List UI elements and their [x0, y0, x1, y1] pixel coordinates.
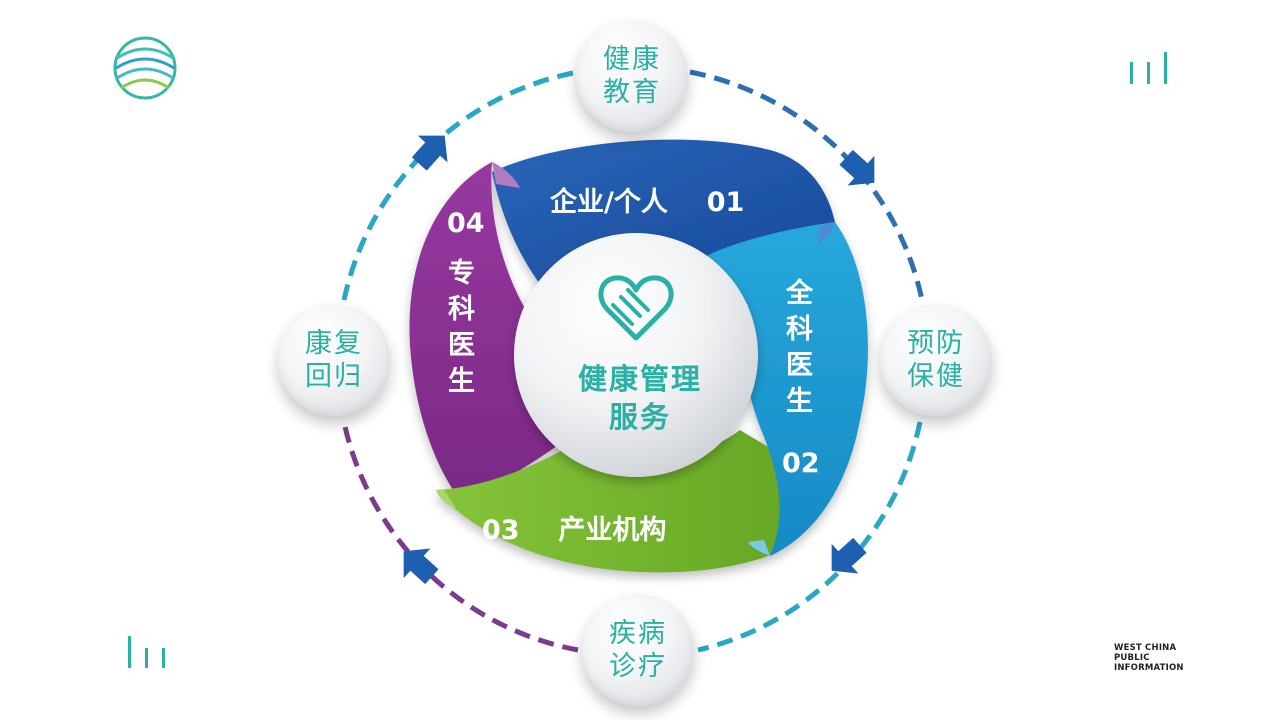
segment-04-char: 专: [448, 258, 475, 289]
segment-02-label: 全 科 医 生: [786, 276, 813, 420]
segment-01-tip: [818, 222, 835, 244]
node-text-line2: 诊疗: [609, 651, 667, 682]
segment-01-number: 01: [706, 187, 745, 218]
cycle-node-rehabilitation: 康复 回归: [278, 304, 390, 416]
heart-icon: [598, 275, 674, 341]
segment-02-number: 02: [782, 448, 820, 479]
hub-title-line1: 健康管理: [577, 362, 702, 396]
segment-02-char: 科: [786, 314, 813, 345]
segment-01-label: 企业/个人 01: [550, 180, 744, 219]
arrow-bottom-right-icon: [831, 537, 867, 574]
node-text-line1: 健康: [603, 44, 661, 75]
segment-03-shape: [436, 430, 781, 573]
decor-marks-bottom-left: [128, 636, 165, 668]
brand-line1: WEST CHINA: [1114, 643, 1177, 653]
segment-02-char: 医: [786, 350, 813, 381]
node-text-line1: 预防: [907, 328, 965, 359]
segment-03-tip: [436, 490, 456, 508]
segment-02-char: 生: [786, 386, 813, 417]
node-text-line1: 康复: [305, 328, 363, 359]
segment-02-shape: [680, 222, 868, 556]
segment-03-number: 03: [482, 515, 520, 546]
segment-01-text: 企业/个人: [550, 187, 668, 218]
arrow-top-left-icon: [411, 135, 448, 171]
arrow-bottom-left-icon: [403, 548, 439, 585]
hub-title-line2: 服务: [608, 400, 671, 434]
segment-04-char: 生: [448, 366, 475, 397]
node-text-line2: 教育: [603, 77, 661, 108]
segment-04-char: 科: [448, 294, 475, 325]
arrow-top-right-icon: [839, 149, 875, 186]
node-text-line2: 回归: [305, 361, 363, 392]
cycle-node-treatment: 疾病 诊疗: [582, 594, 694, 706]
segment-03-label: 03 产业机构: [482, 508, 666, 547]
node-text-line2: 保健: [907, 361, 965, 392]
segment-04-number: 04: [447, 208, 485, 239]
hub-title: 健康管理 服务: [540, 360, 740, 436]
segment-02-tip: [748, 540, 770, 556]
segment-04-char: 医: [448, 330, 475, 361]
node-text-line1: 疾病: [609, 618, 667, 649]
cycle-node-health-education: 健康 教育: [576, 20, 688, 132]
segment-03-text: 产业机构: [558, 515, 667, 546]
segment-04-label: 专 科 医 生: [448, 256, 475, 400]
ring-arc-right-bottom: [697, 421, 923, 653]
brand-globe-icon: [113, 36, 177, 100]
cycle-node-prevention: 预防 保健: [880, 304, 992, 416]
segment-04-tip: [492, 162, 520, 188]
segment-02-char: 全: [786, 278, 813, 309]
segment-04-shape: [409, 162, 565, 502]
brand-line2: PUBLIC: [1114, 653, 1150, 663]
decor-marks-top-right: [1130, 52, 1167, 84]
hub-circle: [514, 233, 758, 477]
brand-line3: INFORMATION: [1114, 663, 1184, 673]
brand-text: WEST CHINA PUBLIC INFORMATION: [1114, 643, 1184, 673]
